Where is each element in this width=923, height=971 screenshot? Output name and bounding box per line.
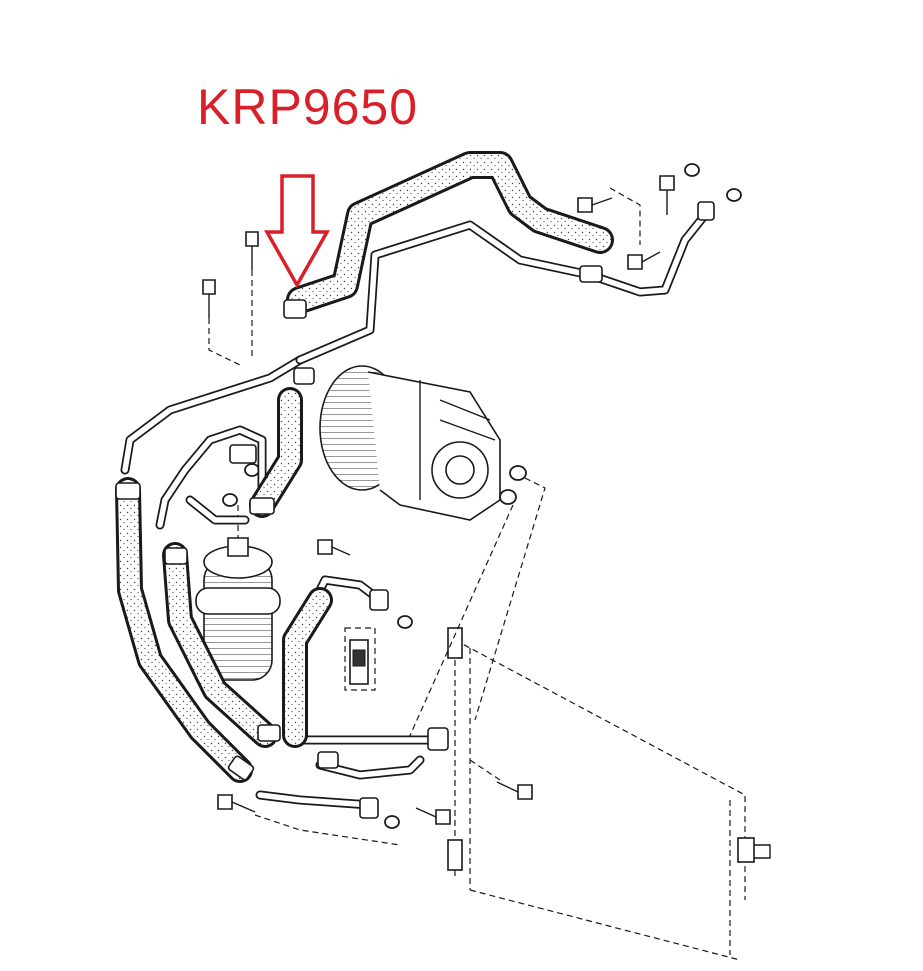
receiver-drier (195, 505, 281, 681)
mounting-bolts (202, 175, 675, 846)
metal-pipes (120, 210, 710, 810)
pressure-switch (344, 627, 376, 691)
down-arrow-icon (263, 174, 331, 289)
hose-fittings (115, 201, 715, 819)
part-number-label: KRP9650 (197, 79, 419, 135)
rubber-hoses (115, 151, 614, 783)
ac-compressor (319, 365, 546, 741)
condenser (447, 627, 771, 961)
